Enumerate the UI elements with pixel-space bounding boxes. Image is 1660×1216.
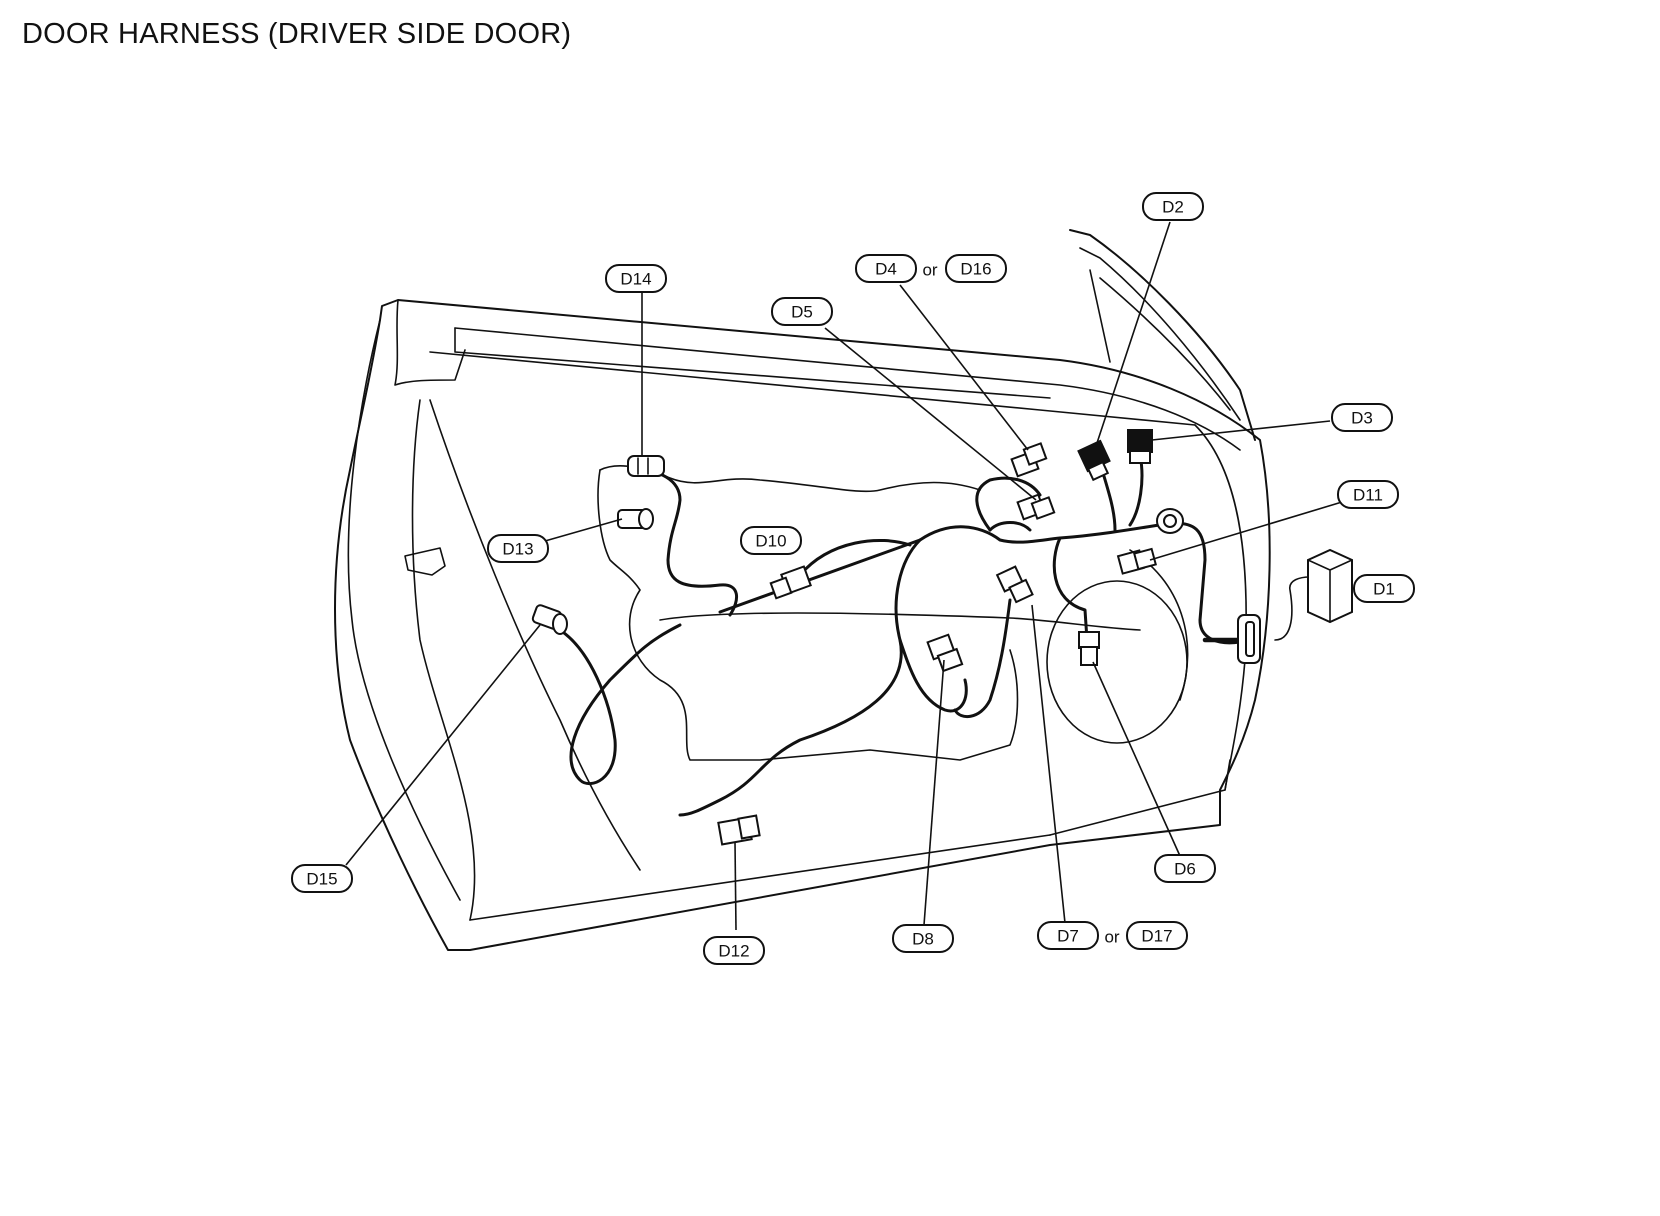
label-d17-text: D17: [1141, 927, 1172, 946]
leader-lines: [345, 221, 1343, 931]
label-d5-text: D5: [791, 303, 813, 322]
door-panel: [334, 229, 1271, 951]
diagram-title: DOOR HARNESS (DRIVER SIDE DOOR): [22, 18, 572, 50]
label-d10: D10: [740, 526, 802, 555]
connector-d1-box: [1307, 548, 1353, 624]
connector-d6: [1078, 631, 1100, 666]
label-d16-text: D16: [960, 260, 991, 279]
label-d12-text: D12: [718, 942, 749, 961]
label-d14: D14: [605, 264, 667, 293]
label-d5: D5: [771, 297, 833, 326]
label-d1-text: D1: [1373, 580, 1395, 599]
label-d15-text: D15: [306, 870, 337, 889]
connector-d10: [769, 565, 812, 600]
label-d6-text: D6: [1174, 860, 1196, 879]
label-d7-text: D7: [1057, 927, 1079, 946]
label-d8: D8: [892, 924, 954, 953]
connector-d1-plug: [1237, 614, 1261, 664]
label-d13-text: D13: [502, 540, 533, 559]
label-d3: D3: [1331, 403, 1393, 432]
grommet: [1156, 508, 1184, 534]
connector-d4: [1010, 442, 1048, 478]
connector-d2: [1077, 439, 1111, 482]
connector-d15: [531, 604, 568, 635]
label-d13: D13: [487, 534, 549, 563]
label-d2: D2: [1142, 192, 1204, 221]
label-d1: D1: [1353, 574, 1415, 603]
connector-d8: [926, 633, 964, 673]
connector-d5: [1016, 493, 1056, 521]
label-d3-text: D3: [1351, 409, 1373, 428]
label-d2-text: D2: [1162, 198, 1184, 217]
connector-d3: [1127, 429, 1153, 464]
or-word-d4-d16: or: [922, 261, 937, 280]
label-d4-text: D4: [875, 260, 897, 279]
label-d8-text: D8: [912, 930, 934, 949]
connector-d13: [617, 508, 654, 530]
label-d11-text: D11: [1353, 486, 1383, 505]
connector-d14: [627, 455, 665, 477]
label-d12: D12: [703, 936, 765, 965]
label-d6: D6: [1154, 854, 1216, 883]
label-d7-or-d17: D7 or D17: [1037, 921, 1188, 950]
connectors: [531, 429, 1353, 846]
label-d11: D11: [1337, 480, 1399, 509]
label-d10-text: D10: [755, 532, 786, 551]
connector-d7: [995, 565, 1034, 604]
harness-wiring: [558, 453, 1311, 817]
or-word-d7-d17: or: [1104, 928, 1119, 947]
label-d4-or-d16: D4 or D16: [855, 254, 1007, 283]
label-d15: D15: [291, 864, 353, 893]
connector-d11: [1116, 547, 1157, 575]
connector-d12: [717, 814, 761, 846]
label-d14-text: D14: [620, 270, 651, 289]
